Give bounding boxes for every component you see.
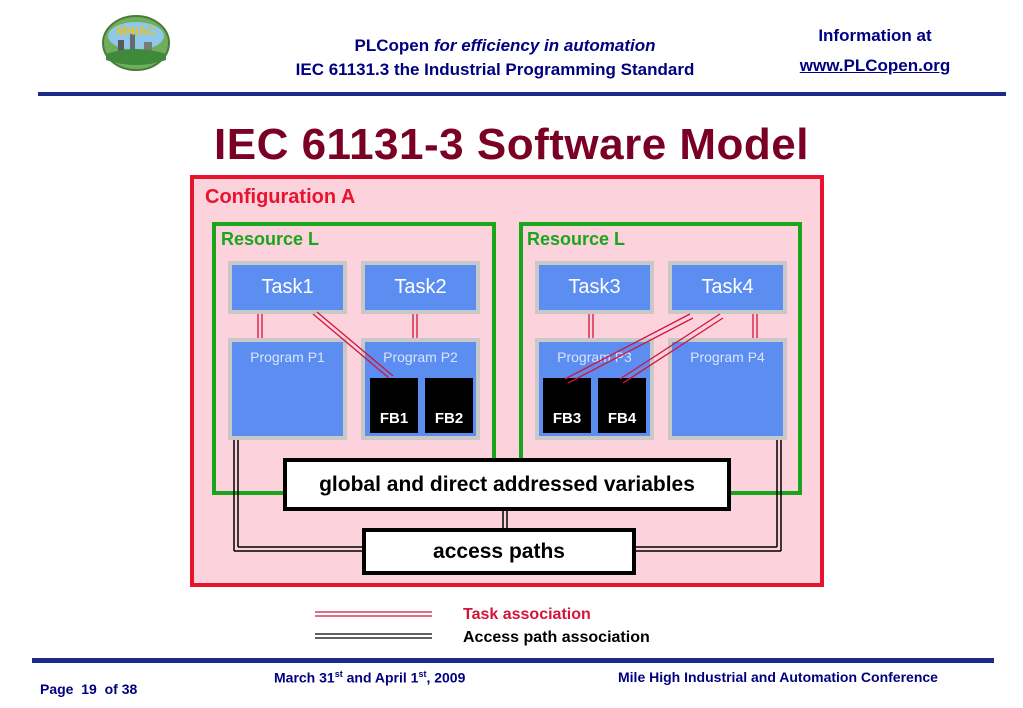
legend-access-path-association: Access path association: [463, 629, 650, 646]
task4-label: Task4: [672, 265, 783, 310]
fb4-block: FB4: [598, 378, 646, 433]
info-link[interactable]: www.PLCopen.org: [799, 56, 951, 75]
resource-left-label: Resource L: [221, 229, 320, 249]
footer-divider: [32, 658, 994, 663]
info-label: Information at: [818, 26, 932, 45]
task3-box: Task3: [535, 261, 654, 314]
fb2-block: FB2: [425, 378, 473, 433]
legend-task-association: Task association: [463, 606, 591, 623]
mhiac-logo: MHIAC: [100, 14, 172, 72]
page-current: 19: [81, 681, 97, 697]
header-divider: [38, 92, 1006, 96]
header-line-1: PLCopen for efficiency in automation: [250, 35, 760, 57]
task1-box: Task1: [228, 261, 347, 314]
fb3-block: FB3: [543, 378, 591, 433]
footer-date: March 31st and April 1st, 2009: [274, 669, 466, 686]
footer-conference: Mile High Industrial and Automation Conf…: [618, 669, 938, 685]
page-label: Page: [40, 681, 74, 697]
global-variables-box: global and direct addressed variables: [283, 458, 731, 511]
brand-name: PLCopen: [354, 36, 430, 55]
page-of: of: [104, 681, 118, 697]
task3-label: Task3: [539, 265, 650, 310]
program-p4: Program P4: [668, 338, 787, 440]
brand-tagline: for efficiency in automation: [433, 36, 656, 55]
page-total: 38: [121, 681, 138, 697]
page-number: Page 19 of 38: [40, 681, 137, 697]
header-subtitle: IEC 61131.3 the Industrial Programming S…: [295, 60, 695, 79]
access-paths-box: access paths: [362, 528, 636, 575]
program-p1-label: Program P1: [250, 349, 325, 365]
fb1-block: FB1: [370, 378, 418, 433]
task2-box: Task2: [361, 261, 480, 314]
task2-label: Task2: [365, 265, 476, 310]
slide-title: IEC 61131-3 Software Model: [214, 120, 809, 169]
configuration-label: Configuration A: [205, 186, 356, 208]
task4-box: Task4: [668, 261, 787, 314]
resource-right-label: Resource L: [527, 229, 626, 249]
task1-label: Task1: [232, 265, 343, 310]
program-p2-label: Program P2: [383, 349, 458, 365]
program-p1: Program P1: [228, 338, 347, 440]
program-p4-label: Program P4: [690, 349, 765, 365]
program-p3-label: Program P3: [557, 349, 632, 365]
logo-text: MHIAC: [116, 24, 156, 38]
